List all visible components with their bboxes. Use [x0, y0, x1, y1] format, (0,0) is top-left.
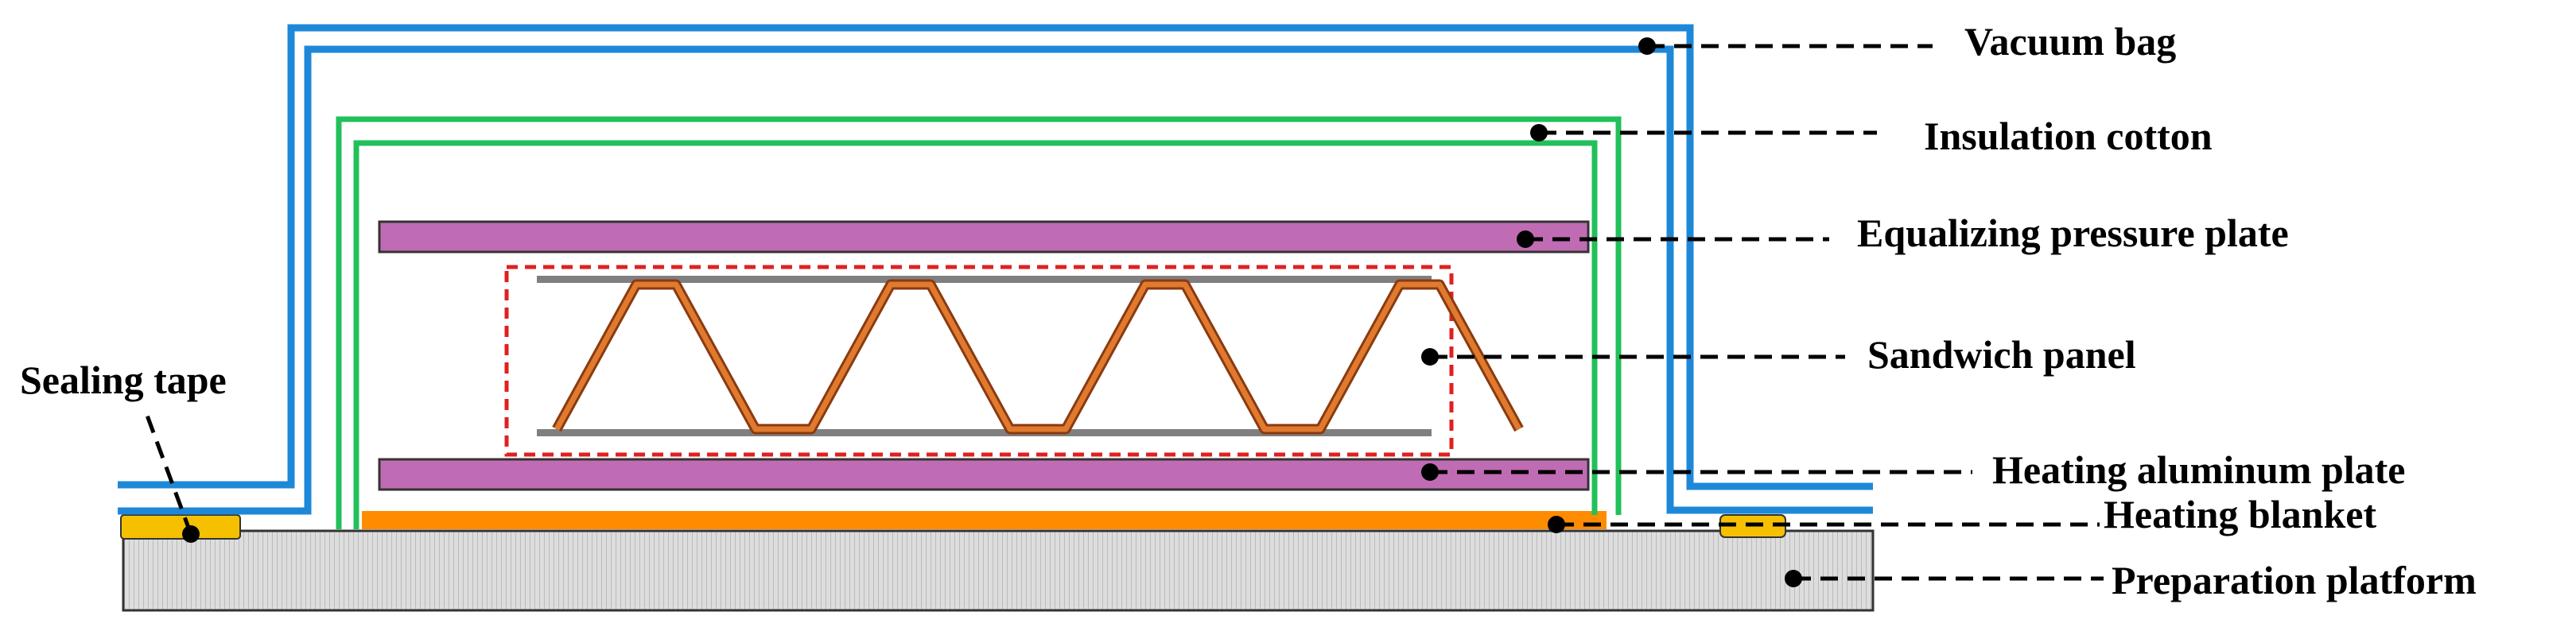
preparation-platform — [122, 529, 1875, 612]
heating-blanket-leader — [1548, 516, 2100, 533]
corrugated-core — [552, 279, 1524, 435]
vacuum-bag — [118, 24, 1873, 515]
sandwich-top-face-sheet — [537, 276, 1432, 283]
label-sandwich-panel: Sandwich panel — [1867, 332, 2136, 377]
vacuum-bag-outer-line — [118, 24, 1873, 490]
vacuum-bag-leader — [1638, 37, 1933, 55]
sealing-tape-left — [120, 514, 241, 540]
sealing-tape-leader — [144, 412, 200, 543]
equalizing-pressure-plate — [378, 220, 1590, 254]
heating-aluminum-plate — [378, 458, 1590, 491]
preparation-platform-leader — [1785, 570, 2104, 587]
vacuum-bag-inner-line — [118, 45, 1873, 515]
insulation-cotton — [336, 116, 1622, 529]
label-insulation-cotton: Insulation cotton — [1924, 114, 2213, 158]
insulation-cotton-outer-line — [336, 116, 1622, 529]
insulation-cotton-leader — [1530, 124, 1877, 141]
label-sealing-tape: Sealing tape — [20, 358, 227, 402]
label-vacuum-bag: Vacuum bag — [1964, 19, 2176, 64]
label-preparation-platform: Preparation platform — [2112, 558, 2477, 602]
heating-blanket — [362, 511, 1607, 529]
sandwich-bottom-face-sheet — [537, 429, 1432, 436]
label-equalizing-pressure-plate: Equalizing pressure plate — [1857, 211, 2289, 255]
label-heating-aluminum-plate: Heating aluminum plate — [1992, 447, 2405, 492]
sandwich-panel-leader — [1421, 348, 1845, 366]
heating-aluminum-plate-leader — [1421, 463, 1972, 481]
corrugated-core-fill — [554, 281, 1522, 432]
label-heating-blanket: Heating blanket — [2104, 492, 2376, 536]
equalizing-pressure-plate-leader — [1517, 230, 1829, 248]
insulation-cotton-inner-line — [353, 140, 1598, 529]
